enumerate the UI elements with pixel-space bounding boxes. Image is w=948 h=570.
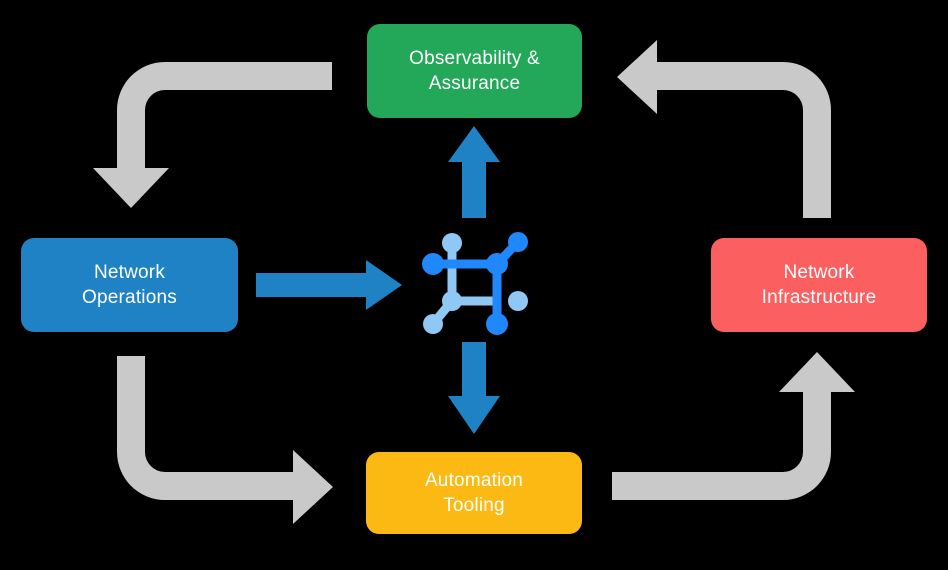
arrow-operations-to-icon (256, 260, 402, 310)
node-infrastructure-label-line2: Infrastructure (761, 287, 877, 308)
node-network-infrastructure[interactable]: Network Infrastructure (711, 238, 927, 332)
node-observability-label-line1: Observability & (409, 47, 540, 69)
node-automation-tooling[interactable]: Automation Tooling (366, 452, 582, 534)
node-automation-label: Automation Tooling (425, 468, 523, 518)
arrow-operations-to-automation (117, 356, 333, 524)
node-observability-label: Observability & Assurance (409, 46, 540, 96)
network-icon-light-nodes (423, 233, 528, 334)
node-observability-assurance[interactable]: Observability & Assurance (367, 24, 582, 118)
node-operations-label-line1: Network (93, 261, 166, 283)
arrow-icon-to-automation (448, 342, 500, 434)
node-network-operations[interactable]: Network Operations (21, 238, 238, 332)
node-infrastructure-label: Network Infrastructure (762, 260, 877, 310)
node-operations-label: Network Operations (82, 260, 177, 310)
network-topology-icon (422, 232, 528, 335)
node-operations-label-line2: Operations (82, 287, 177, 308)
arrow-icon-to-observability (448, 126, 500, 218)
network-icon-light-edges (428, 238, 502, 329)
node-observability-label-line2: Assurance (428, 73, 521, 94)
node-automation-label-line2: Tooling (443, 495, 505, 516)
node-automation-label-line1: Automation (424, 469, 524, 491)
node-infrastructure-label-line1: Network (783, 261, 855, 283)
network-icon-dark-nodes (422, 232, 528, 335)
arrow-automation-to-infrastructure (612, 352, 855, 500)
arrow-infrastructure-to-observability (617, 40, 831, 218)
arrow-observability-to-operations (93, 62, 332, 208)
